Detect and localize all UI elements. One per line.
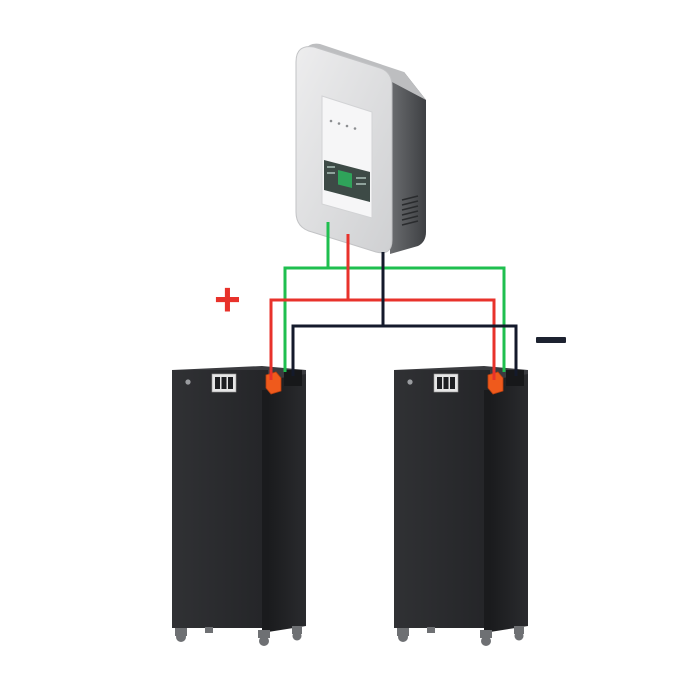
- inverter-vent-grille: [401, 195, 419, 226]
- battery-1-power-button: [185, 379, 191, 385]
- communication-wire: [283, 266, 506, 372]
- battery-2-front: [394, 370, 490, 628]
- battery-1-side-rail: [262, 390, 268, 630]
- inverter-side: [390, 72, 426, 254]
- battery-2: [394, 366, 528, 646]
- battery-2-breakers: [437, 377, 455, 389]
- battery-2-negative-terminal: [506, 370, 524, 386]
- battery-2-side: [490, 374, 528, 632]
- battery-1-front: [172, 370, 268, 628]
- negative-wire: [291, 324, 518, 376]
- battery-2-power-button: [407, 379, 413, 385]
- inverter-indicator-leds: [329, 119, 357, 130]
- battery-2-casters: [397, 626, 524, 646]
- battery-1: [172, 366, 306, 646]
- negative-sign: [536, 337, 566, 343]
- battery-2-side-rail: [484, 390, 490, 630]
- inverter: [295, 43, 426, 254]
- battery-2-positive-terminal: [487, 371, 504, 395]
- battery-1-positive-terminal: [265, 371, 282, 395]
- battery-1-casters: [175, 626, 302, 646]
- battery-1-side: [268, 374, 306, 632]
- positive-sign: +: [214, 273, 241, 325]
- inverter-lcd-segments: [327, 166, 366, 185]
- wires: [269, 222, 518, 380]
- battery-1-negative-terminal: [284, 370, 302, 386]
- battery-1-breakers: [215, 377, 233, 389]
- inverter-lcd-green-area: [338, 170, 352, 188]
